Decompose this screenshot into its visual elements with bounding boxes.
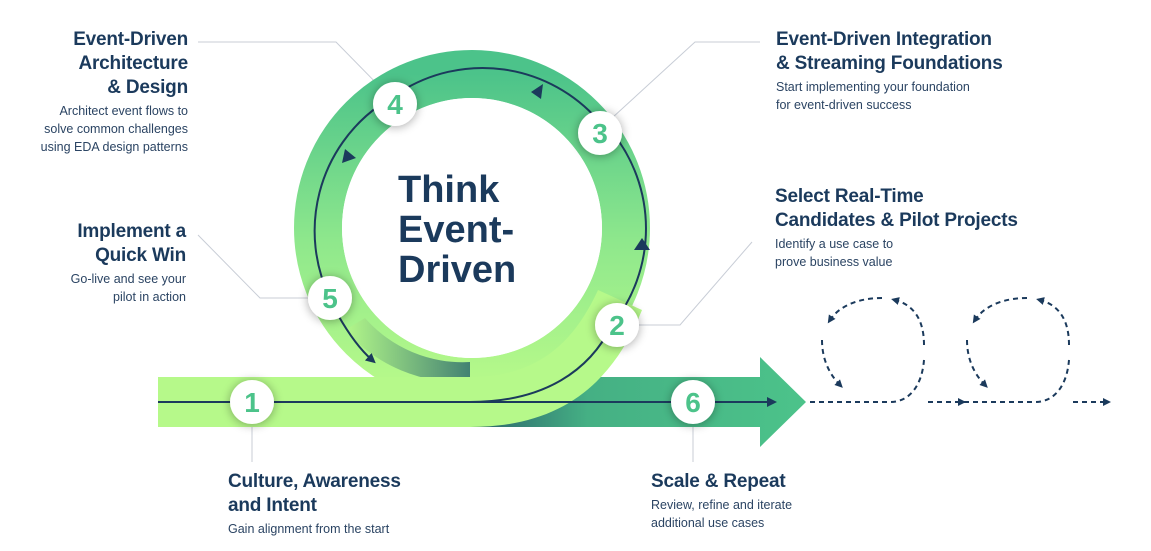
description-line: prove business value <box>775 255 893 269</box>
title-line: Architecture <box>78 53 188 74</box>
leader-line-5 <box>197 234 320 299</box>
step-1-label: Culture, Awareness and Intent Gain align… <box>228 470 401 538</box>
title-line: & Streaming Foundations <box>776 53 1003 74</box>
step-2-description: Identify a use case to prove business va… <box>775 235 1018 271</box>
title-line: Event-Driven <box>73 29 188 50</box>
ring-arrow-down-left-icon <box>342 149 356 163</box>
step-2-title: Select Real-Time Candidates & Pilot Proj… <box>775 185 1018 233</box>
step-3-label: Event-Driven Integration & Streaming Fou… <box>776 28 1003 114</box>
center-title-line: Driven <box>398 249 517 291</box>
title-line: Quick Win <box>95 245 186 266</box>
entry-band <box>158 290 642 427</box>
leader-line-4 <box>198 41 386 93</box>
step-1-description: Gain alignment from the start <box>228 520 401 538</box>
leader-line-3 <box>611 41 760 119</box>
step-6-description: Review, refine and iterate additional us… <box>651 496 792 532</box>
repeat-loop-2-left <box>972 297 1028 324</box>
step-3-description: Start implementing your foundation for e… <box>776 78 1003 114</box>
title-line: and Intent <box>228 495 317 516</box>
step-6-title: Scale & Repeat <box>651 470 792 494</box>
step-2-label: Select Real-Time Candidates & Pilot Proj… <box>775 185 1018 271</box>
center-disk <box>342 98 602 358</box>
step-1-title: Culture, Awareness and Intent <box>228 470 401 518</box>
step-5-description: Go-live and see your pilot in action <box>71 270 186 306</box>
ring-arrow-left-icon <box>531 84 543 99</box>
repeat-loop-2-up <box>1036 297 1070 346</box>
ring-shade <box>345 318 470 383</box>
step-5-badge: 5 <box>308 276 352 320</box>
title-line: Culture, Awareness <box>228 471 401 492</box>
step-5-title: Implement a Quick Win <box>71 220 186 268</box>
step-4-description: Architect event flows to solve common ch… <box>41 102 188 156</box>
description-line: Gain alignment from the start <box>228 522 390 536</box>
step-4-badge: 4 <box>373 82 417 126</box>
badge-number: 6 <box>685 387 701 418</box>
repeat-loop-2-base <box>955 359 1070 403</box>
path-line-4-to-5 <box>313 104 381 299</box>
badge-circle <box>373 82 417 126</box>
badge-circle <box>671 380 715 424</box>
step-4-label: Event-Driven Architecture & Design Archi… <box>41 28 189 156</box>
path-line-2-to-3 <box>611 131 647 326</box>
description-line: for event-driven success <box>776 98 912 112</box>
repeat-loop-1-up <box>891 297 925 346</box>
step-2-badge: 2 <box>595 303 639 347</box>
badge-number: 1 <box>244 387 260 418</box>
center-title-line: Event- <box>398 209 515 251</box>
badge-circle <box>578 111 622 155</box>
badge-circle <box>230 380 274 424</box>
description-line: additional use cases <box>651 516 765 530</box>
step-3-title: Event-Driven Integration & Streaming Fou… <box>776 28 1003 76</box>
badge-circle <box>595 303 639 347</box>
leader-line-2 <box>628 241 753 326</box>
repeat-loop-1-down <box>821 339 843 388</box>
repeat-loop-2-down <box>966 339 988 388</box>
description-line: Review, refine and iterate <box>651 498 793 512</box>
title-line: Candidates & Pilot Projects <box>775 210 1018 231</box>
description-line: Start implementing your foundation <box>776 80 970 94</box>
description-line: Go-live and see your <box>70 272 186 286</box>
ring-arrow-up-icon <box>634 238 650 250</box>
description-line: pilot in action <box>113 290 186 304</box>
step-1-badge: 1 <box>230 380 274 424</box>
description-line: Identify a use case to <box>775 237 894 251</box>
badge-number: 5 <box>322 283 338 314</box>
title-line: Select Real-Time <box>775 186 924 207</box>
description-line: Architect event flows to <box>59 104 188 118</box>
badge-circle <box>308 276 352 320</box>
step-4-title: Event-Driven Architecture & Design <box>41 28 188 100</box>
title-line: Event-Driven Integration <box>776 29 992 50</box>
description-line: solve common challenges <box>44 122 188 136</box>
title-line: Scale & Repeat <box>651 471 786 492</box>
badge-number: 2 <box>609 310 625 341</box>
step-5-label: Implement a Quick Win Go-live and see yo… <box>71 220 187 306</box>
repeat-loop-1-left <box>827 297 883 324</box>
center-title-line: Think <box>398 169 500 211</box>
title-line: & Design <box>107 77 188 98</box>
title-line: Implement a <box>77 221 186 242</box>
repeat-loop-1-base <box>810 359 925 403</box>
step-6-label: Scale & Repeat Review, refine and iterat… <box>651 470 792 532</box>
description-line: using EDA design patterns <box>40 140 188 154</box>
path-line-3-to-4 <box>399 66 599 121</box>
step-3-badge: 3 <box>578 111 622 155</box>
center-title: Think Event- Driven <box>398 170 558 290</box>
step-6-badge: 6 <box>671 380 715 424</box>
badge-number: 3 <box>592 118 608 149</box>
path-line-5-out <box>337 314 376 364</box>
badge-number: 4 <box>387 89 403 120</box>
